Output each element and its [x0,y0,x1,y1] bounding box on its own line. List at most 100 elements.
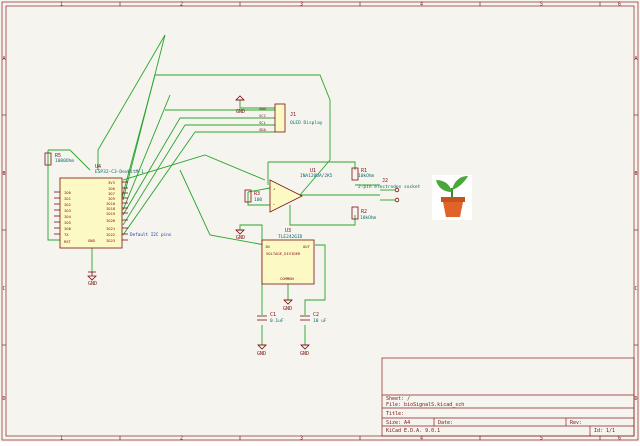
wire-16 [48,149,91,171]
regulator-u3[interactable]: U3 TLE2426ID IN OUT VOLTAGE_DIVIDER COMM… [261,228,315,285]
wire-4 [119,74,156,206]
reg-pin-in: IN [265,244,270,249]
esp-pin-right-2: IO7 [108,191,115,196]
esp-pin-right-3: IO9 [108,196,116,201]
row-label-B: B [3,171,6,177]
c2-value: 10 uF [313,318,327,324]
esp-gnd-symbol: GND [87,271,97,287]
col-label-6: 6 [618,2,621,8]
col-label-bottom-4: 4 [420,436,423,442]
oled-ref: J1 [290,112,296,118]
wire-13 [122,154,266,181]
u1-gnd-symbol: GND [235,229,245,241]
wire-14 [179,169,266,246]
j2-value: 2-pin electrodes socket [358,184,421,190]
svg-text:+: + [273,186,276,191]
r2-ref: R2 [361,209,367,215]
row-label-right-C: C [635,286,638,292]
resistor-r1[interactable]: R1 10kOhm [351,167,375,181]
capacitor-c1[interactable]: C1 0.1uF [257,312,284,324]
wire-30 [239,224,263,245]
oled-pin-3: SDA [259,127,267,132]
esp32-pin-stubs [54,181,128,241]
tb-file: File: bioSignalS.kicad_sch [386,402,464,408]
reg-value: TLE2426ID [278,234,303,240]
esp-pin-left-7: TX [64,232,69,237]
esp-pin-right-7: IO20 [106,218,116,223]
wire-24 [247,192,270,206]
esp32-body[interactable] [59,177,123,249]
esp-pin-right-6: IO19 [106,211,116,216]
col-label-bottom-6: 6 [618,436,621,442]
esp-pin-left-0: IO0 [64,190,72,195]
oled-gnd-label: GND [236,109,245,115]
rg-ref: R3 [254,191,260,197]
esp-pin-right-9: IO22 [106,232,115,237]
j2-ref: J2 [382,178,388,184]
row-label-A: A [3,56,6,62]
col-label-3: 3 [300,2,303,8]
esp-pin-left-4: IO4 [64,214,72,219]
esp-pin-right-10: IO23 [106,238,115,243]
r1-ref: R1 [361,168,367,174]
r2-value: 10kOhm [360,215,377,221]
resistor-r2[interactable]: R2 10kOhm [351,206,377,221]
esp-pin-left-3: IO3 [64,208,71,213]
opamp-value: INA128UA/2K5 [300,173,333,179]
oled-pin-1: VCC [259,113,266,118]
resistor-rg[interactable]: R3 100 [244,189,262,203]
col-label-2: 2 [180,2,183,8]
tb-size: Size: A4 [386,420,410,426]
wire-8 [122,117,181,216]
opamp-u1[interactable]: + − U1 INA128UA/2K5 [269,168,333,213]
esp-pin-right-4: IO10 [106,201,116,206]
oled-connector[interactable]: GND VCC SCL SDA J1 OLED Display [259,103,323,133]
esp32-value: ESP32-C3-DevKitM-1 [95,169,144,175]
esp-pin-right-0: 3V3 [108,180,115,185]
capacitor-c2[interactable]: C2 10 uF [300,312,327,324]
wire-12 [122,131,196,236]
row-label-right-D: D [635,396,638,402]
wire-21 [289,205,356,226]
wire-10 [122,124,186,226]
wire-34 [239,100,275,109]
esp-pin-left-2: IO2 [64,202,71,207]
opamp-ref: U1 [310,168,316,174]
c2-gnd-symbol: GND [300,344,310,357]
i2c-note: Default I2C pins [130,232,172,238]
plant-pot-icon [432,175,472,220]
col-label-bottom-3: 3 [300,436,303,442]
electrode-connector-j2[interactable]: J2 2-pin electrodes socket [358,178,421,203]
col-label-bottom-5: 5 [540,436,543,442]
col-label-bottom-1: 1 [60,436,63,442]
col-label-5: 5 [540,2,543,8]
esp-pin-right-1: IO6 [108,186,116,191]
reg-pin-out: OUT [303,244,311,249]
reg-gnd-label: GND [283,306,292,312]
esp-pin-left-8: RST [64,239,72,244]
tb-sheet: Sheet: / [386,396,410,402]
wire-3 [155,74,331,196]
tb-id: Id: 1/1 [594,428,615,434]
wire-5 [122,94,171,211]
regulator-gnd-symbol: GND [283,299,293,312]
resistor-r5[interactable]: R5 1000Ohm [44,152,74,166]
reg-body-text: VOLTAGE_DIVIDER [266,251,301,256]
esp-pin-right-5: IO18 [106,206,116,211]
oled-value: OLED Display [290,120,323,126]
wire-1 [97,34,166,170]
col-label-1: 1 [60,2,63,8]
wire-28 [304,244,326,315]
r5-ref: R5 [55,153,61,159]
esp32-ref: U4 [95,164,101,170]
esp32-module[interactable]: U4 ESP32-C3-DevKitM-1 IO0 IO1 IO2 IO3 IO… [54,164,144,249]
row-label-right-A: A [635,56,638,62]
column-ruler: 1 2 3 4 5 6 1 2 3 4 5 6 [60,2,621,442]
col-label-bottom-2: 2 [180,436,183,442]
svg-text:−: − [273,202,276,207]
tb-kicad: KiCad E.D.A. 9.0.1 [386,428,440,434]
esp32-gnd-pin: GND [88,238,96,243]
col-label-4: 4 [420,2,423,8]
